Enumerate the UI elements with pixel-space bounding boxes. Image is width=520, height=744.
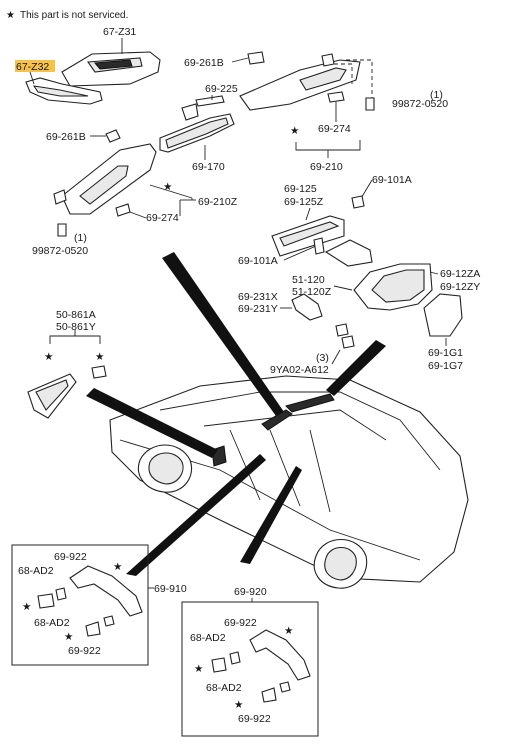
label-69-1g1[interactable]: 69-1G1	[428, 347, 463, 359]
label-68-ad2-910-top[interactable]: 68-AD2	[18, 565, 54, 577]
label-68-ad2-920-bot[interactable]: 68-AD2	[206, 682, 242, 694]
label-69-261b-left[interactable]: 69-261B	[46, 131, 86, 143]
label-bolt-left[interactable]: 99872-0520	[32, 245, 88, 257]
group-box-69-910	[11, 544, 149, 666]
star-icon-861-left: ★	[44, 351, 54, 363]
mirror-base	[324, 239, 373, 267]
bolt-right	[365, 97, 375, 111]
label-50-861a[interactable]: 50-861A	[56, 309, 96, 321]
label-screw-qty[interactable]: (3)	[316, 352, 329, 364]
label-69-125z[interactable]: 69-125Z	[284, 196, 324, 208]
star-icon-210: ★	[290, 125, 300, 137]
bolt-left	[57, 223, 67, 237]
label-69-12za[interactable]: 69-12ZA	[440, 268, 480, 280]
label-69-101a-top[interactable]: 69-101A	[372, 174, 412, 186]
grab-handle-910	[37, 565, 143, 637]
star-icon-920-left: ★	[194, 663, 204, 675]
label-69-231x[interactable]: 69-231X	[238, 291, 278, 303]
label-68-ad2-910-bot[interactable]: 68-AD2	[34, 617, 70, 629]
label-69-274-right[interactable]: 69-274	[318, 123, 351, 135]
overhead-console-assembly	[25, 51, 161, 105]
label-69-922-920-top[interactable]: 69-922	[224, 617, 257, 629]
mirror-glass	[423, 293, 463, 337]
label-69-910[interactable]: 69-910	[154, 583, 187, 595]
label-67-z31[interactable]: 67-Z31	[103, 26, 136, 38]
label-69-225[interactable]: 69-225	[205, 83, 238, 95]
label-69-210z[interactable]: 69-210Z	[198, 196, 238, 208]
mirror-screws	[335, 323, 355, 349]
screw-101a-top	[351, 195, 365, 209]
label-bolt-right[interactable]: 99872-0520	[392, 98, 448, 110]
pointer-quarter	[86, 388, 218, 458]
label-69-274-left[interactable]: 69-274	[146, 212, 179, 224]
screw-101a-mid	[313, 237, 325, 255]
star-icon-920-handle: ★	[284, 625, 294, 637]
label-51-120z[interactable]: 51-120Z	[292, 286, 332, 298]
label-9ya02-a612[interactable]: 9YA02-A612	[270, 364, 329, 376]
sun-visor-left	[53, 129, 157, 217]
label-69-210[interactable]: 69-210	[310, 161, 343, 173]
label-51-120[interactable]: 51-120	[292, 274, 325, 286]
label-69-920[interactable]: 69-920	[234, 586, 267, 598]
group-box-69-920	[181, 601, 319, 737]
label-69-261b-right[interactable]: 69-261B	[184, 57, 224, 69]
mirror-seal	[291, 293, 323, 321]
star-icon-920-bot: ★	[234, 699, 244, 711]
label-69-231y[interactable]: 69-231Y	[238, 303, 278, 315]
sun-visor-right	[239, 51, 361, 111]
label-69-922-910-bot[interactable]: 69-922	[68, 645, 101, 657]
label-69-125[interactable]: 69-125	[284, 183, 317, 195]
label-67-z32[interactable]: 67-Z32	[16, 61, 49, 73]
label-69-1g7[interactable]: 69-1G7	[428, 360, 463, 372]
star-icon-910-left: ★	[22, 601, 32, 613]
label-69-170[interactable]: 69-170	[192, 161, 225, 173]
star-icon-861-right: ★	[95, 351, 105, 363]
label-68-ad2-920-top[interactable]: 68-AD2	[190, 632, 226, 644]
label-69-922-910-top[interactable]: 69-922	[54, 551, 87, 563]
pointer-mirror	[326, 340, 386, 396]
pointer-grip-920	[240, 466, 302, 564]
label-50-861y[interactable]: 50-861Y	[56, 321, 96, 333]
star-icon-910-bot: ★	[64, 631, 74, 643]
label-69-12zy[interactable]: 69-12ZY	[440, 281, 480, 293]
grab-handle-920	[211, 629, 311, 703]
star-icon-910-handle: ★	[113, 561, 123, 573]
mirror-garnish	[271, 215, 345, 257]
highlight-67-z32	[15, 60, 55, 72]
bolt-right-qty[interactable]: (1)	[430, 89, 443, 101]
label-69-922-920-bot[interactable]: 69-922	[238, 713, 271, 725]
quarter-window-garnish	[27, 365, 107, 419]
star-icon-210z: ★	[163, 181, 173, 193]
rear-view-mirror	[159, 95, 235, 153]
pointer-overhead	[162, 252, 284, 416]
label-69-101a-mid[interactable]: 69-101A	[238, 255, 278, 267]
not-serviced-note: This part is not serviced.	[20, 10, 128, 21]
bolt-left-qty[interactable]: (1)	[74, 232, 87, 244]
note-star-icon: ★	[6, 10, 15, 21]
outside-mirror-body	[353, 263, 433, 311]
pointer-grip-910	[126, 454, 266, 576]
